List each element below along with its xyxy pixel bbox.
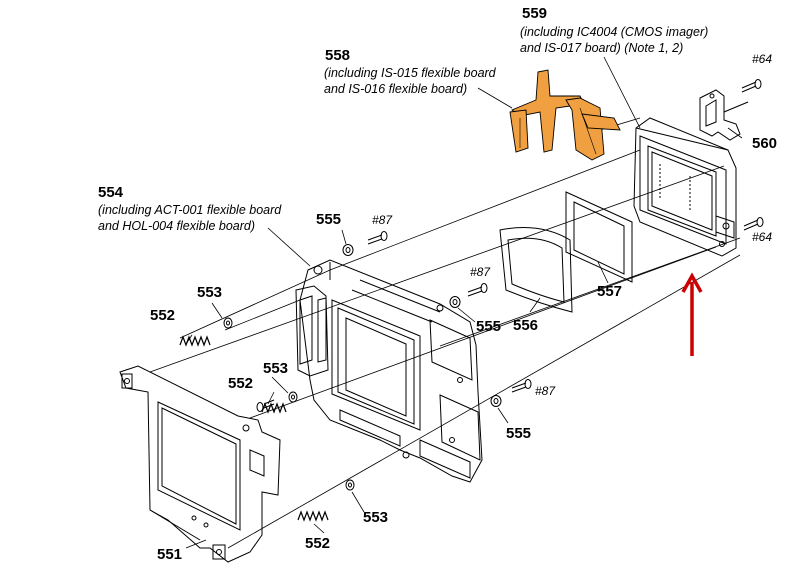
screw-64-bot: #64 — [752, 230, 773, 244]
screws-87 — [256, 231, 532, 412]
label-560: 560 — [752, 135, 778, 152]
leader-lines — [185, 56, 743, 549]
note-554-line1: (including ACT-001 flexible board — [98, 203, 282, 217]
label-552-mid: 552 — [228, 375, 254, 392]
label-558: 558 — [325, 47, 351, 64]
part-554-sensor-frame — [295, 259, 483, 483]
label-552-top: 552 — [150, 307, 176, 324]
part-560-bracket — [699, 89, 749, 141]
label-557: 557 — [597, 283, 623, 300]
label-559: 559 — [522, 5, 548, 22]
note-558-line1: (including IS-015 flexible board — [324, 66, 496, 80]
part-553-washers — [223, 317, 355, 491]
screws-64 — [741, 79, 764, 231]
label-555-bot: 555 — [506, 425, 532, 442]
note-559-line2: and IS-017 board) (Note 1, 2) — [520, 41, 684, 55]
part-559-cmos-imager — [633, 117, 737, 257]
label-553-bot: 553 — [363, 509, 389, 526]
label-556: 556 — [513, 317, 539, 334]
part-552-springs — [179, 335, 329, 522]
label-553-mid: 553 — [263, 360, 289, 377]
label-552-bot: 552 — [305, 535, 331, 552]
screw-87-top: #87 — [372, 213, 393, 227]
screw-87-bot: #87 — [535, 384, 556, 398]
label-555-mid: 555 — [476, 318, 502, 335]
label-554: 554 — [98, 184, 124, 201]
screw-64-top: #64 — [752, 52, 773, 66]
note-558-line2: and IS-016 flexible board) — [324, 82, 468, 96]
part-558-flex-cable — [509, 69, 621, 161]
part-556-filter-sheet — [499, 227, 573, 313]
part-557-rubber-frame — [565, 191, 633, 283]
note-554-line2: and HOL-004 flexible board) — [98, 219, 256, 233]
note-559-line1: (including IC4004 (CMOS imager) — [520, 25, 709, 39]
screw-87-mid: #87 — [470, 265, 491, 279]
part-551-mount-plate — [119, 365, 281, 563]
part-555-washers — [342, 244, 502, 407]
label-553-top: 553 — [197, 284, 223, 301]
red-arrow-indicator — [681, 272, 703, 356]
label-551: 551 — [157, 546, 183, 563]
label-555-top: 555 — [316, 211, 342, 228]
